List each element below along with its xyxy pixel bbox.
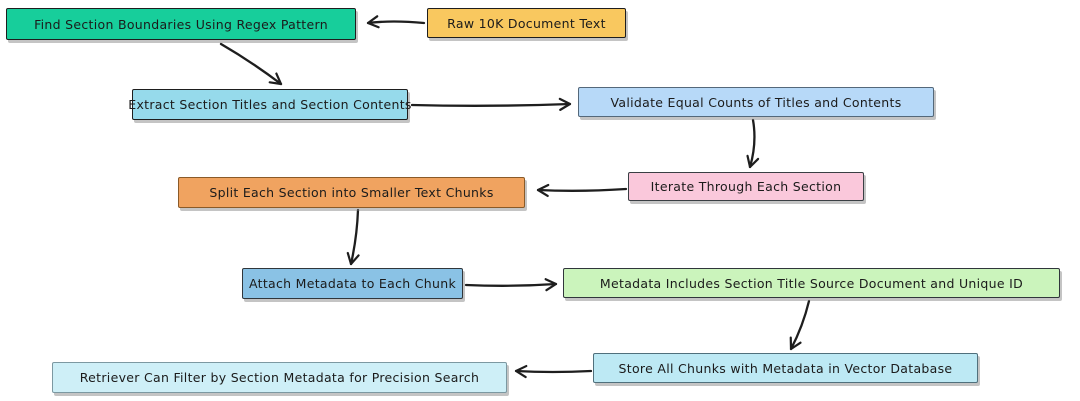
flow-node-label: Metadata Includes Section Title Source D…	[599, 275, 1024, 291]
flow-node-split-into-chunks: Split Each Section into Smaller Text Chu…	[178, 177, 525, 208]
flow-node-label: Attach Metadata to Each Chunk	[248, 276, 456, 291]
flow-node-attach-metadata: Attach Metadata to Each Chunk	[242, 268, 463, 299]
flow-node-find-section-boundaries: Find Section Boundaries Using Regex Patt…	[6, 8, 356, 40]
arrow-metadata-to-store	[789, 299, 811, 351]
arrow-attach-to-metadata	[464, 278, 558, 292]
arrow-extract-to-validate	[410, 97, 572, 111]
arrow-split-to-attach	[346, 208, 360, 266]
flow-node-iterate-each-section: Iterate Through Each Section	[628, 172, 864, 201]
flow-node-label: Validate Equal Counts of Titles and Cont…	[610, 94, 902, 110]
flow-node-label: Retriever Can Filter by Section Metadata…	[79, 370, 480, 385]
flow-node-label: Extract Section Titles and Section Conte…	[128, 97, 412, 112]
flow-node-label: Store All Chunks with Metadata in Vector…	[618, 360, 953, 376]
flow-node-extract-titles-contents: Extract Section Titles and Section Conte…	[128, 89, 411, 120]
flow-node-metadata-includes: Metadata Includes Section Title Source D…	[563, 268, 1060, 298]
flow-node-validate-equal-counts: Validate Equal Counts of Titles and Cont…	[578, 87, 934, 117]
arrow-iterate-to-split	[536, 183, 628, 198]
flow-node-store-in-vector-db: Store All Chunks with Metadata in Vector…	[593, 353, 978, 383]
arrow-raw-to-find	[366, 15, 426, 29]
flow-node-label: Iterate Through Each Section	[650, 179, 842, 194]
arrow-find-to-extract	[219, 42, 283, 86]
flow-node-raw-10k-document-text: Raw 10K Document Text	[427, 8, 626, 38]
arrow-validate-to-iterate	[746, 118, 760, 169]
flow-node-label: Find Section Boundaries Using Regex Patt…	[34, 16, 328, 32]
flow-node-label: Split Each Section into Smaller Text Chu…	[209, 185, 494, 200]
flow-node-retriever-filter: Retriever Can Filter by Section Metadata…	[52, 362, 507, 393]
flow-node-label: Raw 10K Document Text	[447, 15, 606, 31]
arrow-store-to-retriever	[514, 364, 593, 379]
